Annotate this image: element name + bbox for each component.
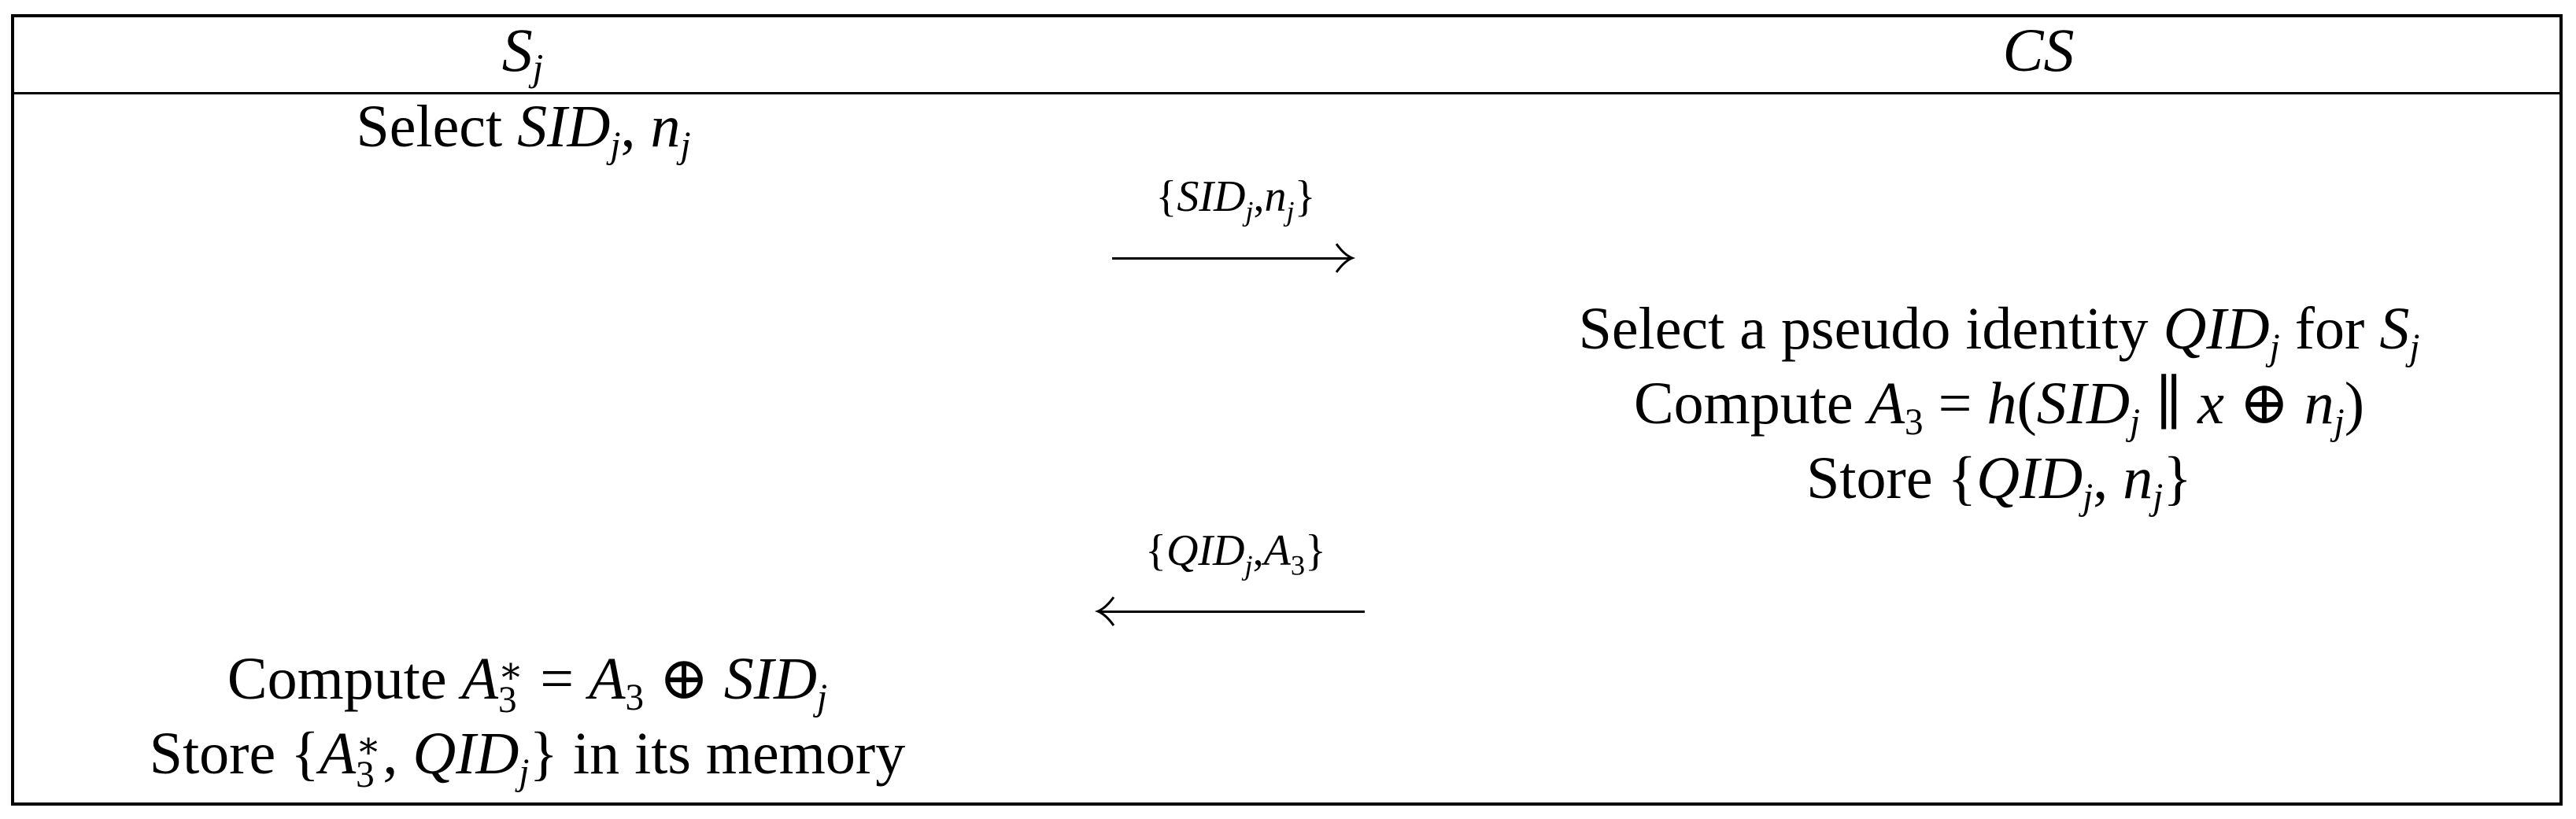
arrowhead-right-icon: [1335, 243, 1356, 273]
header-divider: [11, 92, 2563, 94]
header-sensor: Sj: [501, 16, 544, 90]
message-1-label: {SIDj,nj}: [1155, 172, 1316, 227]
sensor-compute-a3-star: Compute A∗3 = A3 ⊕ SIDj: [227, 646, 828, 721]
sensor-store-step: Store {A∗3, QIDj} in its memory: [149, 721, 906, 796]
header-cs: CS: [2002, 16, 2075, 84]
server-compute-a3: Compute A3 = h(SIDj ∥ x ⊕ nj): [1633, 371, 2365, 444]
protocol-table: [11, 14, 2563, 806]
message-2-label: {QIDj,A3}: [1145, 526, 1326, 581]
server-select-pseudo-identity: Select a pseudo identity QIDj for Sj: [1578, 296, 2420, 369]
sensor-select-step: Select SIDj, nj: [356, 94, 691, 167]
arrowhead-left-icon: [1094, 596, 1115, 626]
server-store-step: Store {QIDj, nj}: [1806, 445, 2192, 518]
